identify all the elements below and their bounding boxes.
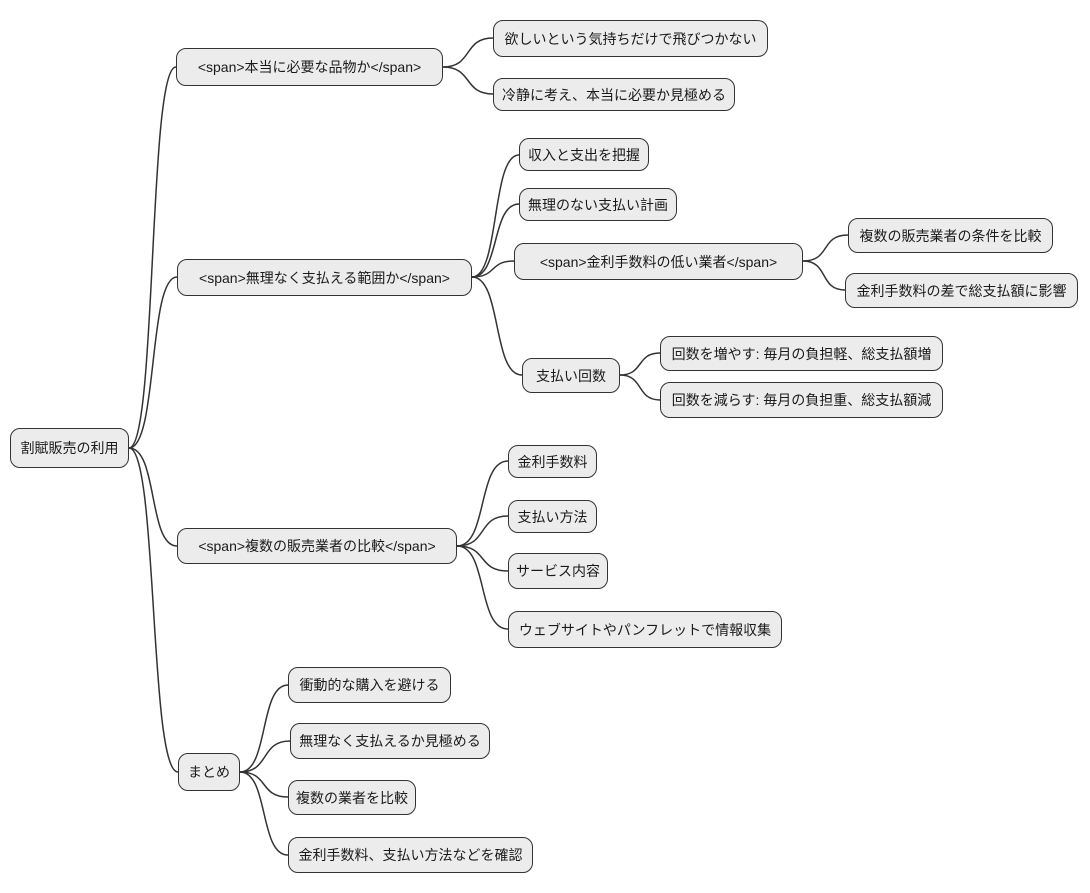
edge-branch4-leaf4 — [239, 771, 289, 856]
edge-branch1-leaf1 — [442, 37, 494, 68]
leaf-more-installments: 回数を増やす: 毎月の負担軽、総支払額増 — [660, 336, 943, 371]
leaf-compare-vendors: 複数の業者を比較 — [288, 780, 416, 815]
edge-lowfee-leaf1 — [802, 234, 849, 262]
edge-root-branch1 — [128, 66, 177, 449]
mindmap-root: 割賦販売の利用 — [10, 428, 129, 468]
edge-branch4-leaf1 — [239, 684, 289, 773]
leaf-interest-fees: 金利手数料 — [508, 445, 597, 478]
edge-branch2-sub1 — [471, 260, 515, 278]
edge-branch2-sub2 — [471, 276, 523, 376]
edge-branch4-leaf3 — [239, 771, 289, 798]
edge-root-branch4 — [128, 447, 179, 773]
leaf-fee-difference-affects-total: 金利手数料の差で総支払額に影響 — [845, 273, 1078, 308]
edge-branch3-leaf3 — [456, 545, 509, 572]
leaf-compare-vendor-conditions: 複数の販売業者の条件を比較 — [848, 218, 1053, 253]
edge-branch2-leaf1 — [471, 154, 520, 278]
edge-branch3-leaf1 — [456, 460, 509, 547]
branch-summary: まとめ — [178, 753, 240, 791]
leaf-calmly-consider-necessity: 冷静に考え、本当に必要か見極める — [493, 78, 735, 111]
leaf-dont-jump-on-desire: 欲しいという気持ちだけで飛びつかない — [493, 20, 768, 57]
branch-number-of-payments: 支払い回数 — [522, 358, 620, 393]
edge-branch2-leaf2 — [471, 203, 520, 278]
edge-lowfee-leaf2 — [802, 260, 846, 291]
leaf-grasp-income-expenses: 収入と支出を把握 — [519, 138, 649, 171]
edge-root-branch3 — [128, 447, 178, 547]
leaf-payment-methods: 支払い方法 — [508, 500, 597, 533]
leaf-check-fees-and-methods: 金利手数料、支払い方法などを確認 — [288, 837, 533, 873]
branch-affordable-range: <span>無理なく支払える範囲か</span> — [177, 259, 472, 296]
branch-compare-multiple-vendors: <span>複数の販売業者の比較</span> — [177, 528, 457, 564]
edge-installments-leaf2 — [619, 374, 661, 401]
edge-branch3-leaf4 — [456, 545, 509, 630]
edge-installments-leaf1 — [619, 352, 661, 376]
leaf-fewer-installments: 回数を減らす: 毎月の負担重、総支払額減 — [660, 382, 943, 418]
branch-really-necessary-item: <span>本当に必要な品物か</span> — [176, 48, 443, 86]
edge-branch1-leaf2 — [442, 66, 494, 95]
edge-branch3-leaf2 — [456, 515, 509, 547]
edge-branch4-leaf2 — [239, 740, 291, 773]
leaf-reasonable-payment-plan: 無理のない支払い計画 — [519, 188, 677, 221]
leaf-avoid-impulse-buying: 衝動的な購入を避ける — [288, 667, 451, 703]
leaf-gather-info-websites-pamphlets: ウェブサイトやパンフレットで情報収集 — [508, 611, 782, 648]
leaf-service-content: サービス内容 — [508, 553, 608, 589]
branch-low-interest-fee-vendor: <span>金利手数料の低い業者</span> — [514, 243, 803, 280]
edge-root-branch2 — [128, 276, 178, 449]
leaf-assess-affordability: 無理なく支払えるか見極める — [290, 723, 490, 759]
